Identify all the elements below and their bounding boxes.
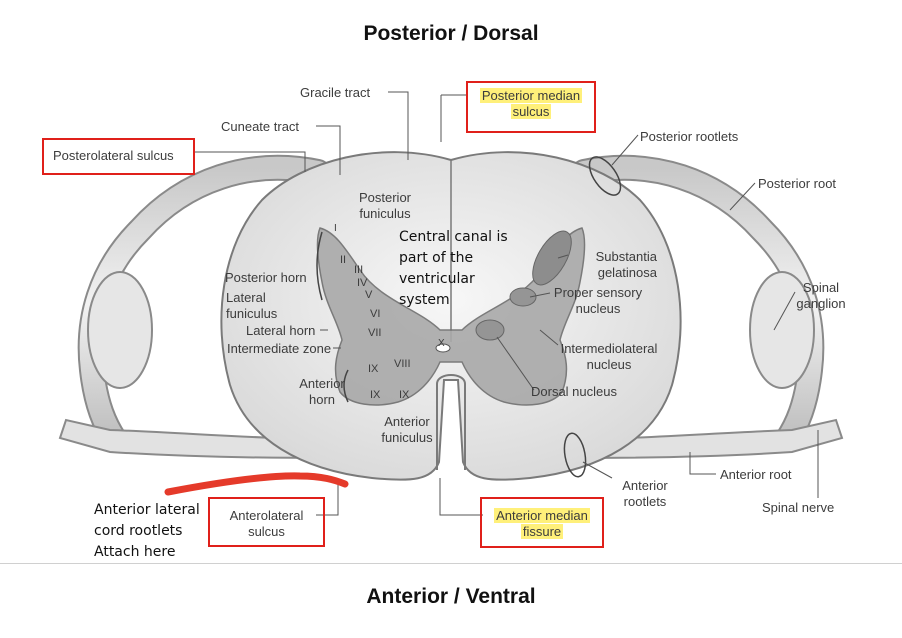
left-spinal-ganglion [87,271,153,389]
lamina-i: I [334,223,337,234]
label-posterior-horn: Posterior horn [225,270,307,285]
label-anterior-horn: Anterior horn [299,376,345,407]
label-anterior-root: Anterior root [720,467,792,482]
lamina-x: X [438,338,445,349]
right-spinal-nerve [571,418,844,460]
note-anterior-lateral-rootlets: Anterior lateral cord rootlets Attach he… [94,502,200,560]
label-anterior-rootlets: Anterior rootlets [622,478,668,509]
anterior-horn-bracket [343,369,349,403]
box-posterior-median-sulcus [466,81,596,133]
title-posterior-dorsal: Posterior / Dorsal [363,22,539,45]
label-intermediolateral-nucleus: Intermediolateral nucleus [560,341,658,372]
box-posterolateral-sulcus [42,138,195,175]
box-anterolateral-sulcus [208,497,325,547]
label-posterior-median-sulcus: Posterior median sulcus [479,88,583,119]
label-intermediate-zone: Intermediate zone [227,341,332,356]
label-cuneate-tract: Cuneate tract [221,119,300,134]
lamina-v: V [365,289,373,301]
leader-lines [195,91,819,516]
label-posterior-funiculus: Posterior funiculus [358,190,412,221]
note-central-canal: Central canal is part of the ventricular… [399,229,508,308]
lamina-iv: IV [357,277,368,289]
label-spinal-ganglion: Spinal ganglion [796,280,846,311]
label-gracile-tract: Gracile tract [300,85,371,100]
red-annotation-stroke [164,472,349,496]
lamina-ix-3: IX [399,389,410,401]
lamina-ix-1: IX [368,363,379,375]
right-spinal-ganglion [749,271,815,389]
central-canal [435,343,451,353]
anterior-median-fissure [436,374,466,470]
label-proper-sensory-nucleus: Proper sensory nucleus [553,285,643,316]
posterior-horn-bracket [316,231,323,301]
lamina-ix-2: IX [370,389,381,401]
label-substantia-gelatinosa: Substantia gelatinosa [595,249,657,280]
label-posterolateral-sulcus: Posterolateral sulcus [53,148,174,163]
label-spinal-nerve: Spinal nerve [762,500,835,515]
gray-matter [316,227,586,406]
label-lateral-horn: Lateral horn [246,323,316,338]
lamina-viii: VIII [394,358,411,370]
lamina-vii: VII [368,327,382,339]
lamina-iii: III [354,264,364,276]
label-anterior-funiculus: Anterior funiculus [381,414,433,445]
divider [0,563,902,564]
left-spinal-nerve [58,418,331,460]
label-posterior-rootlets: Posterior rootlets [640,129,739,144]
label-anterior-median-fissure: Anterior median fissure [494,508,590,539]
lamina-ii: II [340,254,347,266]
anterior-rootlets-ring [563,432,587,478]
label-lateral-funiculus: Lateral funiculus [226,290,278,321]
posterior-rootlets-ring [588,156,622,196]
label-anterolateral-sulcus: Anterolateral sulcus [229,508,304,539]
title-anterior-ventral: Anterior / Ventral [366,585,536,608]
lamina-vi: VI [370,308,381,320]
label-dorsal-nucleus: Dorsal nucleus [531,384,617,399]
substantia-gelatinosa [532,230,572,286]
label-posterior-root: Posterior root [758,176,837,191]
box-anterior-median-fissure [480,497,604,548]
dorsal-nucleus [475,319,505,341]
proper-sensory-nucleus [509,287,537,307]
